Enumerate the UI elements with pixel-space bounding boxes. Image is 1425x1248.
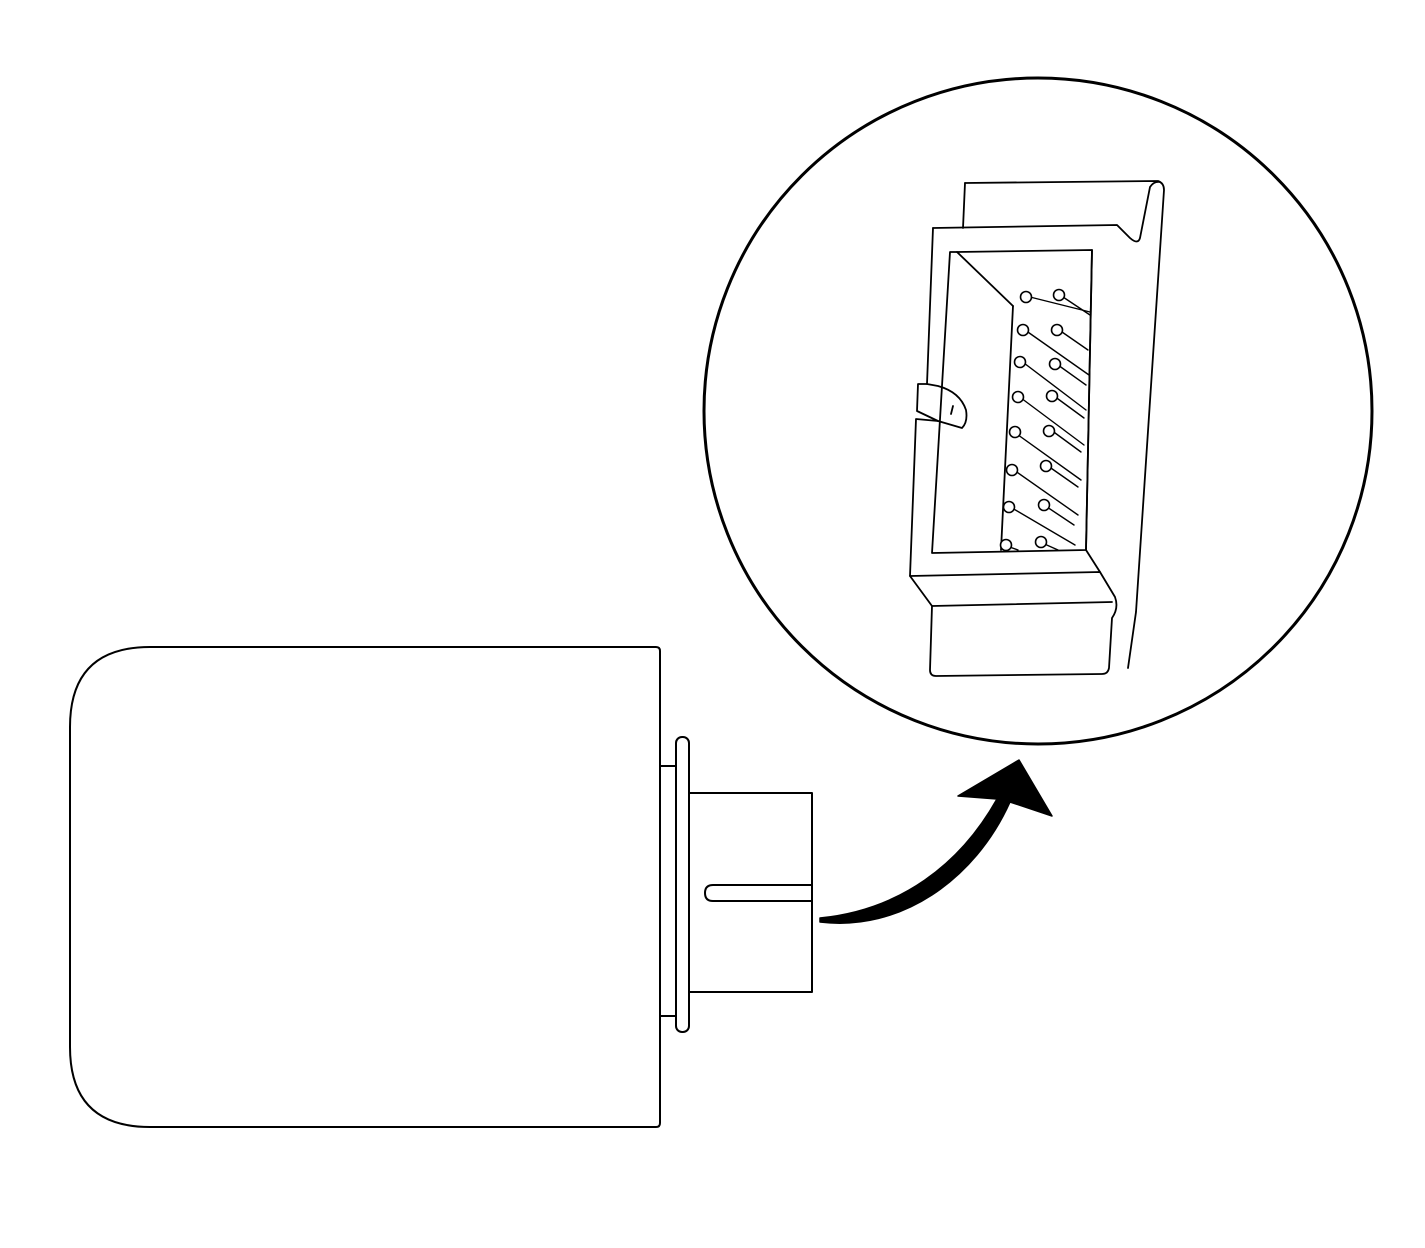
pin-contact — [1011, 390, 1025, 404]
pin-cavity-block — [1000, 305, 1014, 551]
pin-contact — [1037, 498, 1051, 512]
pin-array — [999, 288, 1066, 552]
connector-flange-plate — [675, 736, 690, 1033]
pin-contact — [1008, 425, 1022, 439]
connector-shell-top — [932, 180, 1161, 243]
pin-contact — [1042, 424, 1056, 438]
curved-arrow-icon — [819, 759, 1053, 924]
connector-back-plate-left — [962, 182, 966, 229]
bottom-flange-edge — [931, 601, 1113, 607]
pin-contact — [1048, 357, 1062, 371]
inner-chamfer — [956, 251, 1014, 307]
pin-contact — [1019, 290, 1033, 304]
detail-circle — [702, 76, 1374, 746]
module-housing — [69, 646, 661, 1128]
connector-plug — [659, 736, 813, 1033]
pin-hatching — [1003, 294, 1091, 551]
connector-shell-bottom — [909, 571, 1118, 677]
connector-back-plate — [964, 180, 1165, 669]
pin-contact — [1045, 389, 1059, 403]
module-body-outline — [69, 646, 661, 1128]
magnified-view-circle — [702, 76, 1374, 746]
callout-arrow — [819, 759, 1053, 924]
pin-contact — [1050, 323, 1064, 337]
connector-inner-opening — [931, 249, 1093, 554]
pin-contact — [1013, 355, 1027, 369]
pin-contact — [1005, 463, 1019, 477]
connector-face — [909, 180, 1165, 677]
connector-shell-left — [909, 227, 968, 577]
connector-lock-slot — [704, 884, 813, 902]
connector-flange-base — [659, 765, 677, 1017]
connector-plug-body — [688, 792, 813, 993]
pin-contact — [1039, 459, 1053, 473]
pin-contact — [1002, 500, 1016, 514]
pin-contact — [1052, 288, 1066, 302]
pin-contact — [999, 538, 1013, 552]
pin-contact — [1034, 535, 1048, 549]
latch-mark — [950, 405, 954, 415]
shell-right-edge — [1085, 249, 1101, 573]
pin-contact — [1016, 323, 1030, 337]
latch-tab — [916, 383, 939, 422]
